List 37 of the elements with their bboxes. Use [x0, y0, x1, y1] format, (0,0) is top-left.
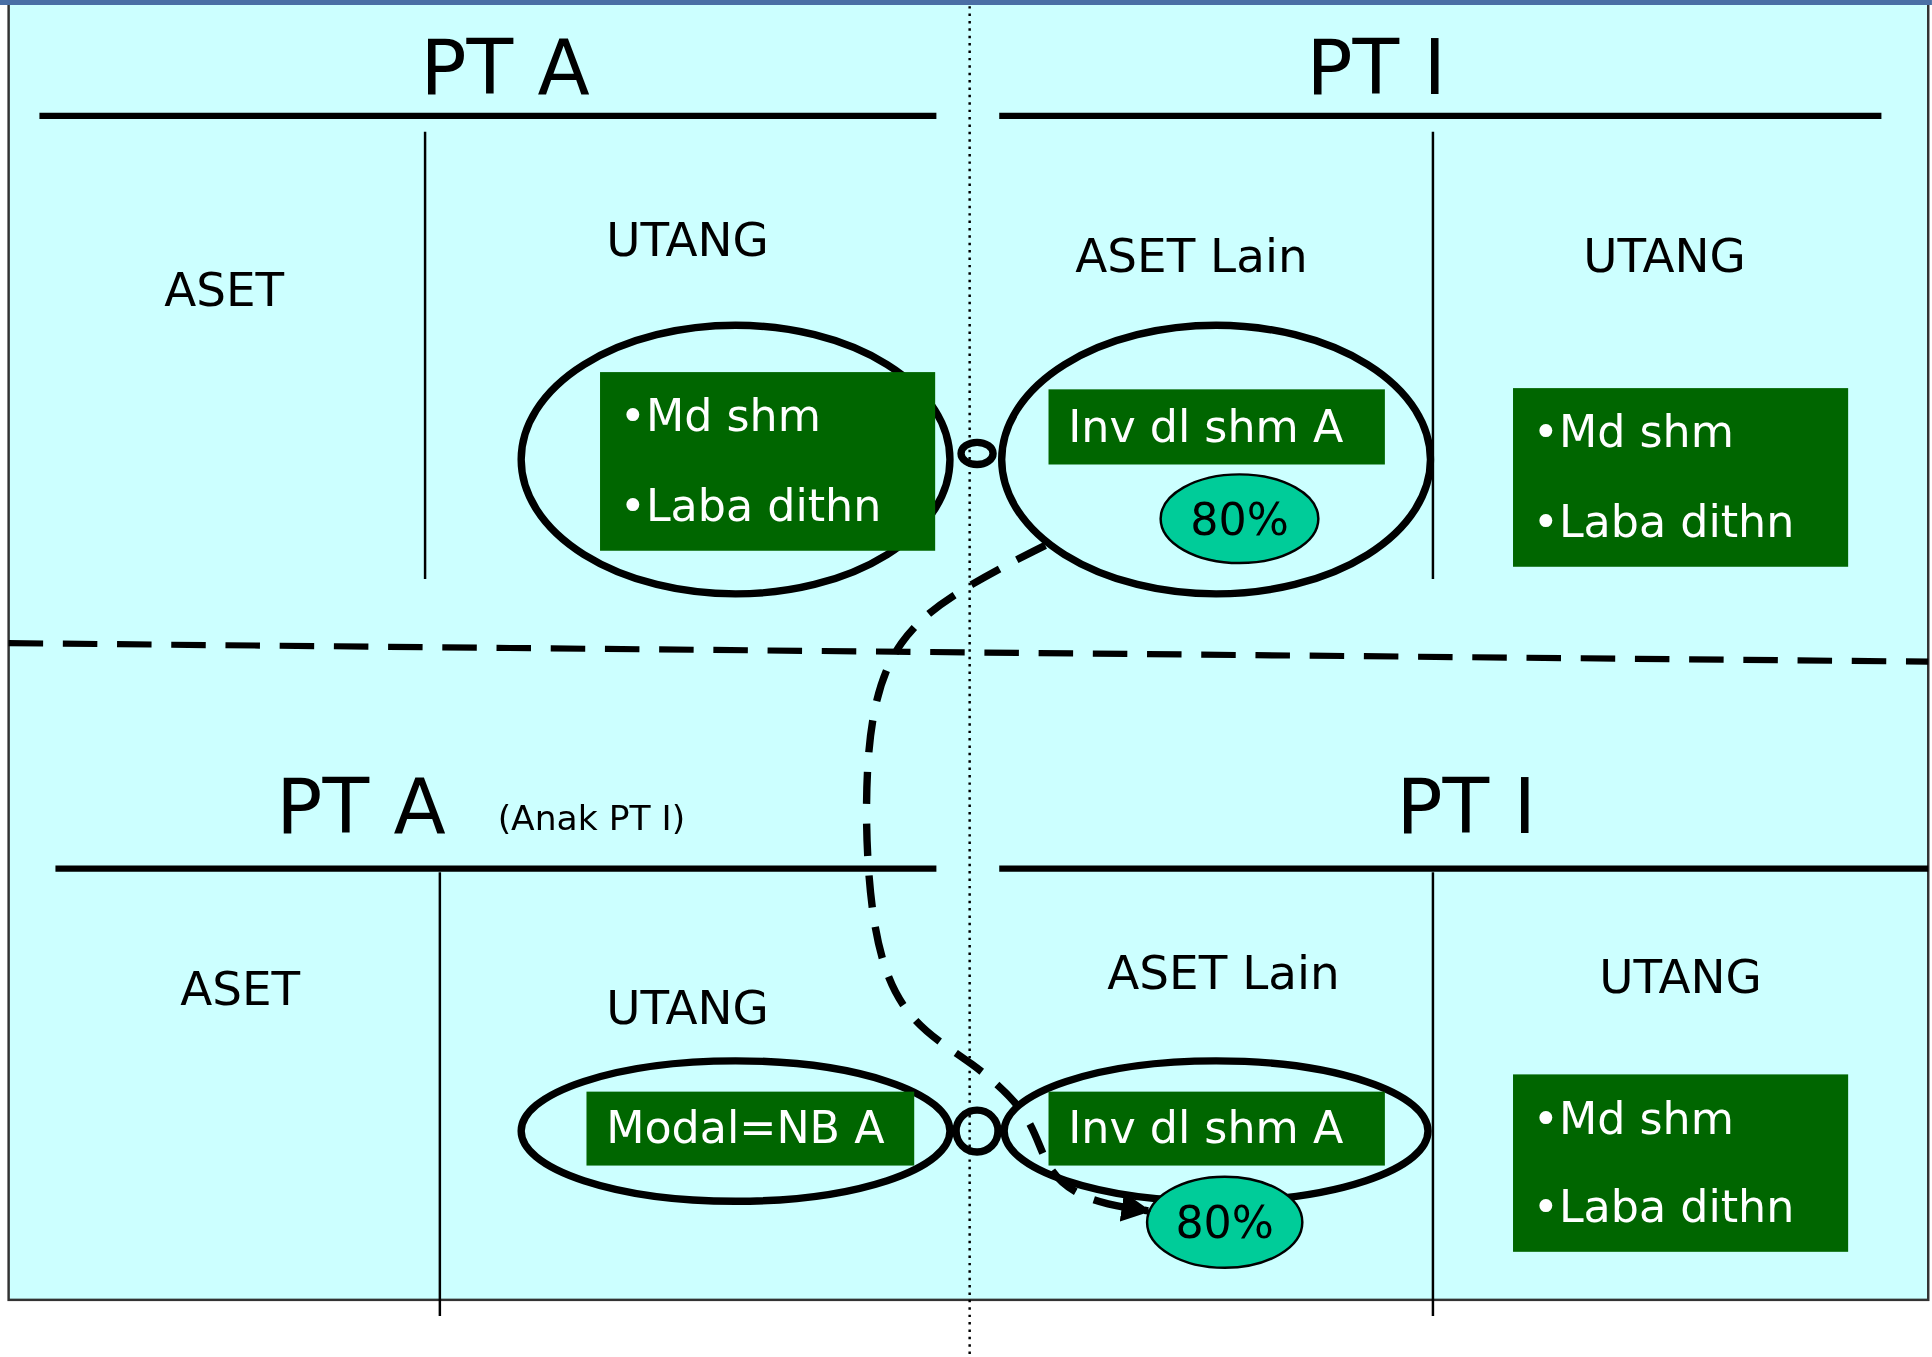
ellipse-outline [517, 321, 954, 598]
account-box [1513, 1074, 1849, 1252]
heading-note: (Anak PT I) [497, 802, 686, 837]
account-item: Inv dl shm A [1068, 402, 1345, 452]
account-item: •Laba dithn [1532, 1183, 1796, 1232]
column-heading: UTANG [1599, 953, 1762, 1001]
percentage-label: 80% [1175, 1197, 1274, 1248]
ellipse-outline [957, 438, 997, 469]
ring-outline [952, 1106, 1002, 1156]
ellipse-outline [998, 321, 1435, 598]
column-heading: ASET Lain [1075, 232, 1308, 280]
account-box [586, 1091, 915, 1166]
column-heading: UTANG [606, 984, 769, 1032]
account-item: •Md shm [619, 392, 822, 442]
account-item: •Md shm [1532, 1094, 1735, 1144]
company-heading: PT A [420, 29, 590, 106]
company-heading: PT I [1396, 768, 1536, 846]
percentage-label: 80% [1190, 493, 1289, 544]
column-heading: ASET [164, 266, 285, 313]
account-box [1048, 389, 1385, 465]
column-heading: ASET Lain [1107, 949, 1340, 997]
account-item: •Laba dithn [1532, 497, 1796, 547]
percentage-ellipse [1159, 473, 1320, 565]
column-heading: ASET [180, 965, 301, 1013]
account-item: •Laba dithn [619, 481, 883, 531]
percentage-ellipse [1145, 1175, 1304, 1270]
ellipse-outline [517, 1057, 954, 1205]
account-item: Inv dl shm A [1068, 1104, 1345, 1153]
column-heading: UTANG [606, 216, 769, 264]
account-box [1048, 1091, 1385, 1166]
account-item: Modal=NB A [606, 1104, 886, 1153]
account-box [1513, 388, 1849, 567]
company-heading: PT A [276, 768, 446, 846]
column-heading: UTANG [1583, 232, 1746, 280]
arrow [862, 542, 1152, 1222]
account-item: •Md shm [1532, 408, 1735, 458]
company-heading: PT I [1306, 29, 1447, 106]
